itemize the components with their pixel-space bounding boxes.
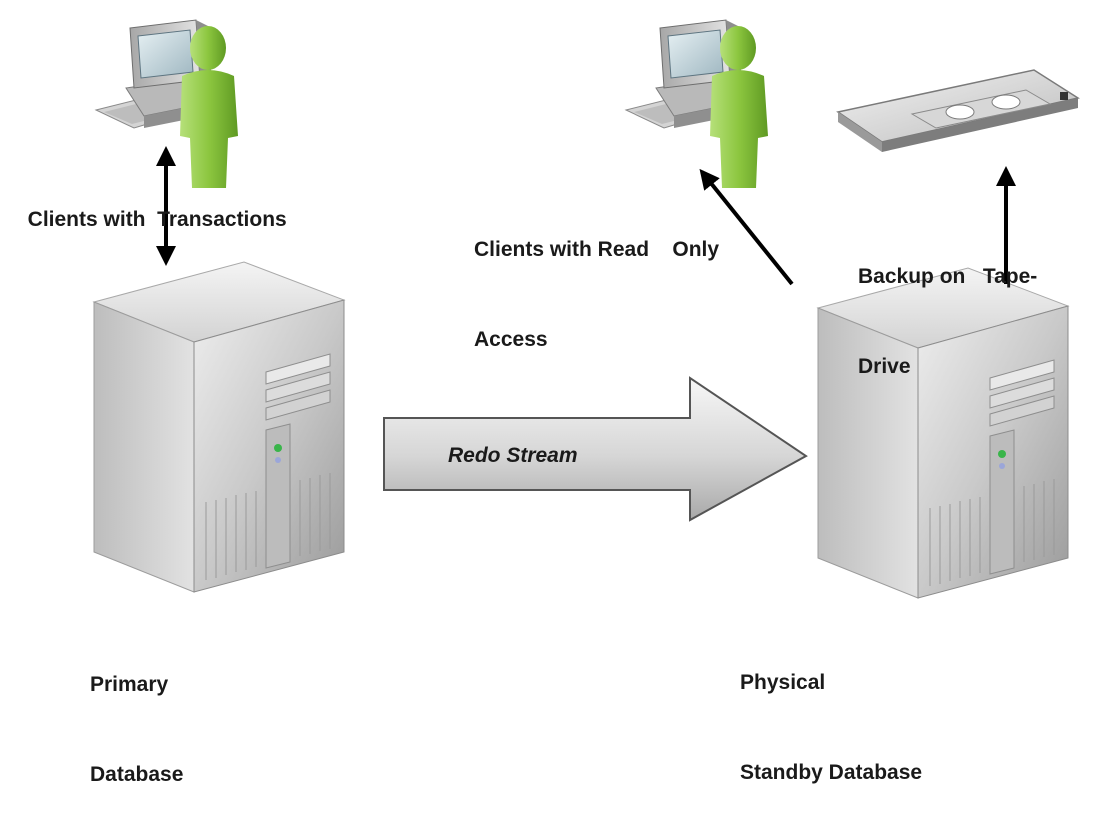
data-guard-diagram: Redo Stream Clients with Transactions Cl…	[27, 19, 1080, 786]
backup-label: Backup on Tape- Drive	[858, 202, 1037, 412]
primary-line2: Database	[90, 763, 184, 786]
backup-line1: Backup on Tape-	[858, 265, 1038, 288]
redo-stream-arrow: Redo Stream	[383, 376, 808, 522]
client-readonly-icon	[625, 19, 769, 189]
primary-database-label: Primary Database	[90, 610, 183, 820]
standby-database-label: Physical Standby Database	[740, 608, 922, 818]
backup-line2: Drive	[858, 355, 911, 378]
standby-line2: Standby Database	[740, 761, 923, 784]
clients-transactions-label: Clients with Transactions	[27, 208, 287, 231]
clients-readonly-line1: Clients with Read Only	[474, 238, 720, 261]
clients-readonly-label: Clients with Read Only Access	[474, 175, 719, 385]
standby-line1: Physical	[740, 671, 826, 694]
diagram-canvas: Redo Stream	[93, 19, 1080, 599]
readonly-connector	[699, 168, 794, 286]
clients-readonly-line2: Access	[474, 328, 548, 351]
tape-cartridge-icon	[836, 69, 1080, 152]
redo-stream-label: Redo Stream	[448, 444, 578, 467]
primary-server-icon	[93, 261, 345, 593]
primary-line1: Primary	[90, 673, 169, 696]
